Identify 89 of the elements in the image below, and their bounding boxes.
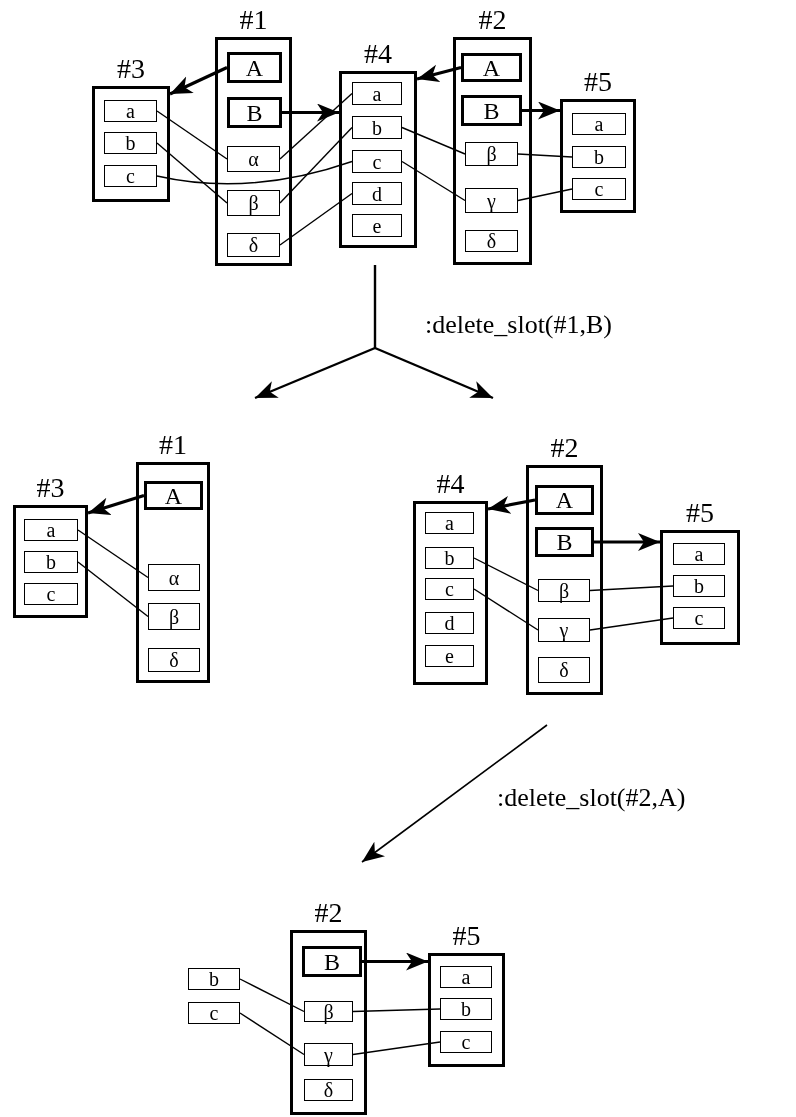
slot-box: b xyxy=(440,998,492,1020)
connector-line xyxy=(401,160,466,202)
connector-line xyxy=(239,1012,305,1056)
slot-box: b xyxy=(24,551,78,573)
key-slot-box: B xyxy=(461,95,522,126)
object-label: #1 xyxy=(238,6,269,34)
slot-box: β xyxy=(227,190,280,216)
slot-box: β xyxy=(465,142,518,166)
object-label: #3 xyxy=(116,55,146,83)
connector-line xyxy=(156,160,353,185)
connector-line xyxy=(279,92,353,160)
slot-box: a xyxy=(673,543,725,565)
connector-line xyxy=(352,1008,441,1013)
connector-line xyxy=(279,192,353,246)
key-slot-box: A xyxy=(461,53,522,82)
key-slot-box: A xyxy=(535,485,594,515)
slot-box: b xyxy=(425,547,474,569)
slot-box: a xyxy=(425,512,474,534)
object-label: #5 xyxy=(685,499,715,527)
connector-line xyxy=(156,110,228,160)
connector-line xyxy=(589,617,674,631)
slot-box: a xyxy=(572,113,626,135)
key-slot-box: B xyxy=(535,527,594,557)
slot-box: e xyxy=(425,645,474,667)
slot-box: d xyxy=(352,182,402,205)
object-label: #2 xyxy=(549,434,580,462)
arrow xyxy=(169,66,228,96)
slot-box: β xyxy=(148,603,200,630)
slot-box: c xyxy=(188,1002,240,1024)
connector-line xyxy=(239,978,305,1013)
object-label: #2 xyxy=(313,899,344,927)
slot-box: b xyxy=(188,968,240,990)
connector-line xyxy=(517,153,573,158)
slot-box: c xyxy=(104,165,157,187)
slot-box: b xyxy=(572,146,626,168)
slot-box: δ xyxy=(227,233,280,257)
slot-box: δ xyxy=(538,657,590,683)
connector-line xyxy=(279,126,353,204)
slot-box: α xyxy=(227,146,280,172)
object-label: #5 xyxy=(583,68,613,96)
slot-box: b xyxy=(673,575,725,597)
slot-box: b xyxy=(352,116,402,139)
slot-box: c xyxy=(572,178,626,200)
key-slot-box: B xyxy=(302,946,362,977)
operation-label: :delete_slot(#2,A) xyxy=(497,785,686,811)
connector-line xyxy=(517,188,573,202)
slot-box: β xyxy=(538,579,590,602)
slot-box: c xyxy=(24,583,78,605)
connector-line xyxy=(589,585,674,592)
slot-box: a xyxy=(440,966,492,988)
slot-box: c xyxy=(425,578,474,600)
object-label: #5 xyxy=(451,922,482,950)
slot-box: b xyxy=(104,132,157,154)
key-slot-box: B xyxy=(227,97,282,128)
slot-box: δ xyxy=(304,1079,353,1101)
arrow xyxy=(594,533,660,551)
object-label: #4 xyxy=(435,470,466,498)
arrow xyxy=(362,952,428,971)
slot-box: a xyxy=(104,100,157,122)
arrow xyxy=(87,493,145,516)
slot-box: d xyxy=(425,612,474,634)
connector-line xyxy=(352,1041,441,1056)
slot-box: c xyxy=(673,607,725,629)
object-label: #1 xyxy=(158,431,188,459)
slot-box: a xyxy=(352,82,402,105)
key-slot-box: A xyxy=(227,52,282,83)
arrow xyxy=(416,64,462,83)
key-slot-box: A xyxy=(144,481,203,510)
slot-box: δ xyxy=(465,230,518,252)
object-label: #3 xyxy=(35,474,66,502)
connector-line xyxy=(473,588,539,631)
operation-label: :delete_slot(#1,B) xyxy=(425,312,612,338)
arrow xyxy=(282,103,339,122)
arrow xyxy=(522,101,560,120)
connector-line xyxy=(77,561,149,618)
slot-box: e xyxy=(352,214,402,237)
slot-box: a xyxy=(24,519,78,541)
object-label: #2 xyxy=(477,6,508,34)
slot-box: β xyxy=(304,1001,353,1022)
arrow xyxy=(487,496,536,514)
slot-box: α xyxy=(148,564,200,591)
connector-line xyxy=(156,142,228,204)
slot-box: c xyxy=(352,150,402,173)
connector-line xyxy=(401,126,466,155)
slot-box: c xyxy=(440,1031,492,1053)
connector-line xyxy=(77,529,149,579)
slot-box: δ xyxy=(148,648,200,672)
object-label: #4 xyxy=(363,40,393,68)
connector-line xyxy=(473,557,539,592)
